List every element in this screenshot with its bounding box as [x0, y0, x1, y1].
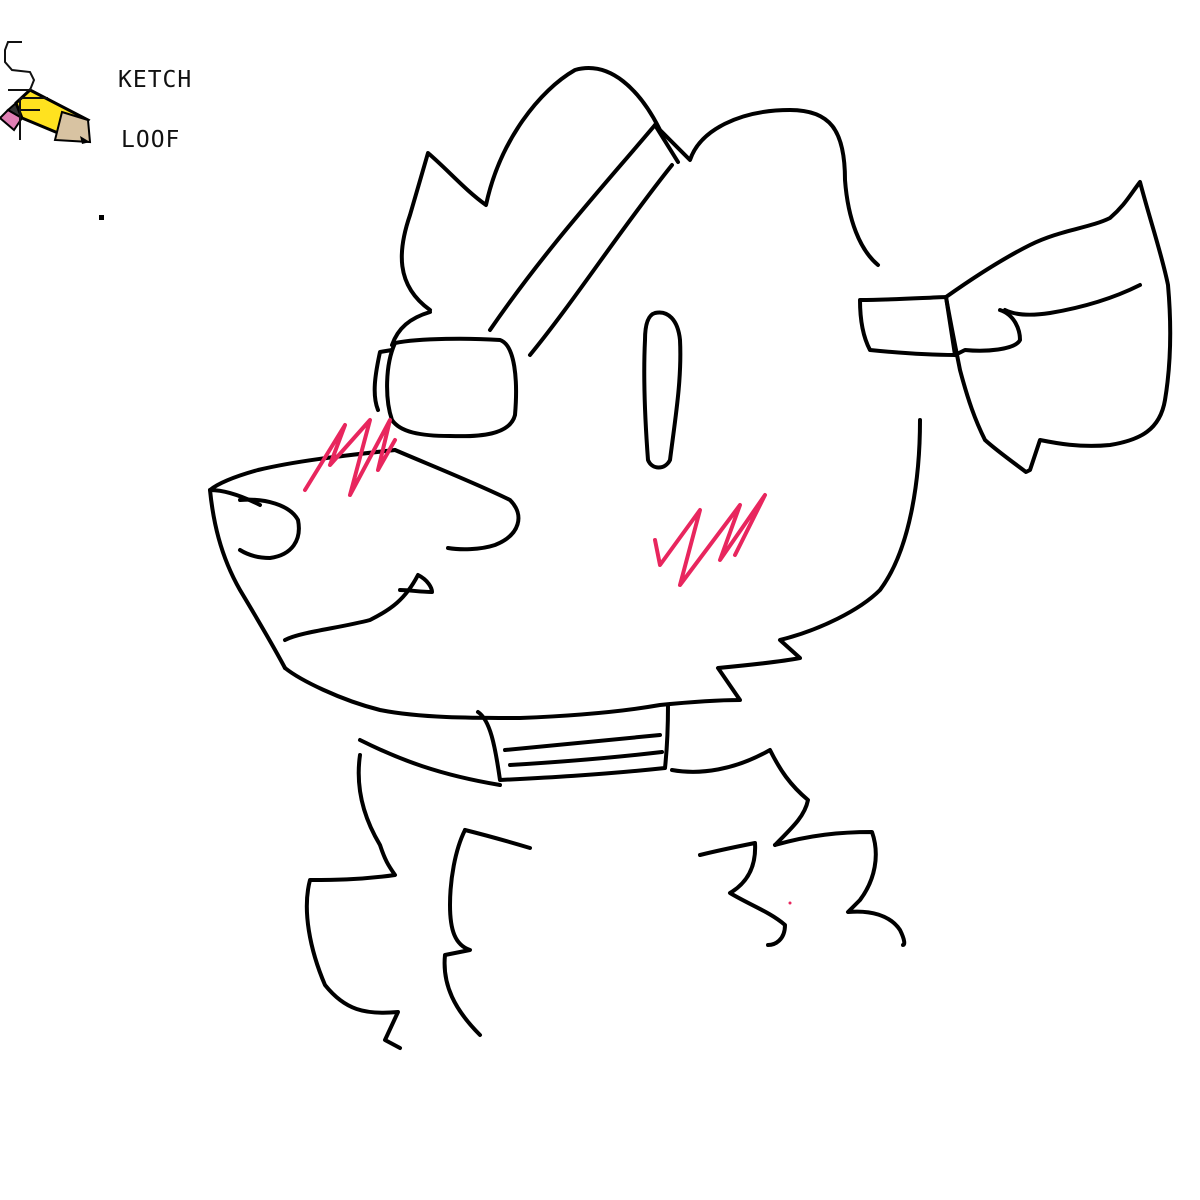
chest-tuft-left — [463, 828, 532, 850]
body-left-inner — [442, 828, 482, 1037]
collar — [476, 703, 670, 782]
stray-dot — [99, 215, 104, 220]
ear-left — [399, 66, 880, 312]
goggle-frame — [385, 336, 519, 439]
snout-bridge — [208, 488, 262, 507]
shoulder-left — [358, 738, 502, 787]
blush-right — [653, 493, 767, 587]
goggle-strap-left — [372, 348, 394, 412]
watermark-text-line1: KETCH — [118, 67, 193, 93]
watermark-text-line2: LOOF — [121, 127, 181, 153]
ribbon-knot — [953, 308, 1022, 357]
blush-marks — [303, 418, 792, 905]
ear-inner-right — [1003, 283, 1142, 317]
brow-line — [393, 448, 521, 552]
shoulder-right — [670, 748, 810, 847]
hair-strand-3 — [528, 163, 674, 357]
jaw — [283, 418, 922, 720]
ear-right — [944, 180, 1173, 474]
hair-strand — [653, 123, 680, 164]
chest-tuft-right — [698, 841, 787, 947]
watermark-big-letters — [4, 41, 48, 140]
arm-right — [773, 830, 907, 947]
hair-strand-2 — [488, 123, 657, 332]
arm-left — [304, 753, 402, 1050]
collar-line-2 — [508, 750, 664, 767]
eye — [642, 310, 683, 470]
nose — [238, 497, 301, 560]
ribbon-band — [858, 295, 957, 357]
head-top-left — [390, 310, 432, 347]
collar-line-1 — [503, 733, 662, 752]
watermark-logo: KETCH LOOF — [0, 40, 230, 160]
pencil-icon — [0, 88, 92, 144]
blush-left — [303, 418, 397, 497]
mouth — [283, 573, 434, 642]
blush-dot — [788, 901, 792, 905]
